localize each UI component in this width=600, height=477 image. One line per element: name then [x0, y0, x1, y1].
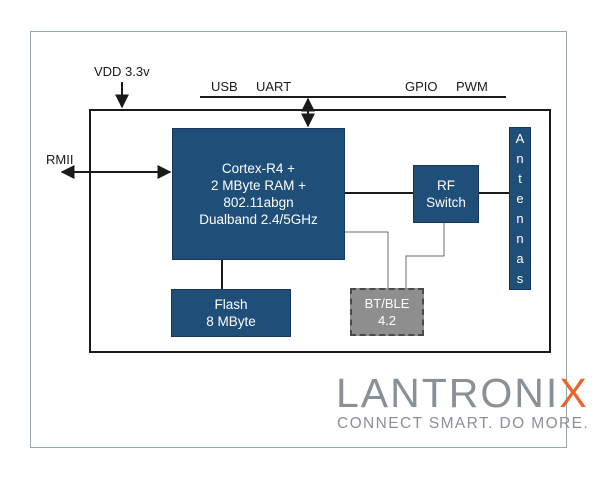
logo-accent-x: X [559, 370, 589, 416]
antenna-letter: n [516, 230, 524, 246]
pwm-label: PWM [456, 79, 488, 94]
rf-switch-block: RF Switch [413, 165, 479, 223]
cpu-line: Dualband 2.4/5GHz [199, 212, 318, 227]
module-boundary [89, 109, 551, 353]
antenna-letter: t [518, 170, 522, 186]
gpio-label: GPIO [405, 79, 438, 94]
diagram-frame [30, 31, 567, 448]
cpu-line: 802.11abgn [223, 195, 294, 210]
logo-wordmark: LANTRONI [336, 370, 560, 416]
cpu-block: Cortex-R4 + 2 MByte RAM + 802.11abgn Dua… [172, 128, 345, 260]
antenna-letter: a [516, 250, 524, 266]
logo-tagline: CONNECT SMART. DO MORE. [337, 415, 590, 432]
rf-line: Switch [426, 195, 466, 210]
vdd-label: VDD 3.3v [94, 64, 150, 79]
antenna-letter: A [515, 130, 525, 146]
antenna-letter: n [516, 210, 524, 226]
cpu-line: Cortex-R4 + [221, 161, 296, 176]
flash-block: Flash 8 MByte [171, 289, 291, 337]
antenna-letter: e [516, 190, 524, 206]
bt-line: 4.2 [377, 313, 397, 328]
uart-label: UART [256, 79, 292, 94]
flash-line: Flash [214, 297, 248, 312]
antenna-letter: n [516, 150, 524, 166]
lantronix-logo: LANTRONIX [336, 370, 589, 417]
rf-line: RF [437, 178, 455, 193]
antennas-block: A n t e n n a s [509, 127, 531, 290]
antenna-letter: s [516, 270, 524, 286]
cpu-line: 2 MByte RAM + [211, 178, 306, 193]
rf-bt-line [405, 223, 445, 288]
bt-ble-block: BT/BLE 4.2 [350, 288, 424, 336]
usb-label: USB [211, 79, 238, 94]
flash-line: 8 MByte [206, 314, 256, 329]
rmii-label: RMII [46, 152, 74, 167]
bt-line: BT/BLE [364, 296, 410, 311]
cpu-bt-line [345, 231, 389, 288]
